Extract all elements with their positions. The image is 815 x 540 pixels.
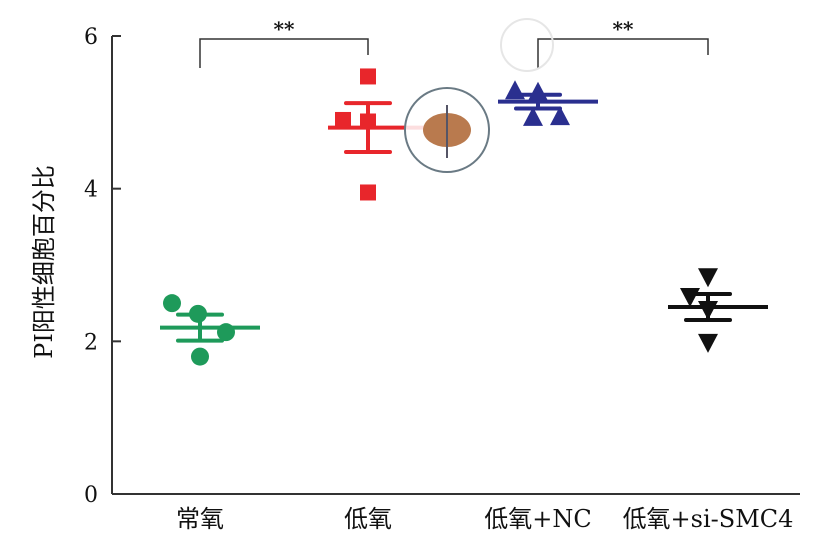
data-point (505, 80, 525, 100)
data-point (550, 106, 570, 126)
series-3 (668, 268, 768, 353)
y-tick-label: 2 (84, 330, 98, 355)
data-point (528, 81, 548, 101)
data-point (360, 68, 376, 85)
data-point (163, 294, 181, 313)
faint-logo-icon (500, 18, 554, 72)
significance-bracket (199, 38, 369, 68)
data-point (189, 304, 207, 323)
data-point (191, 347, 209, 366)
series-0 (160, 294, 260, 366)
data-point (698, 301, 718, 321)
significance-label: ** (274, 17, 295, 41)
data-point (335, 111, 351, 128)
data-marks (160, 68, 768, 366)
x-category-label: 常氧 (176, 505, 224, 533)
significance-bracket (537, 38, 709, 68)
x-category-label: 低氧+si-SMC4 (623, 505, 794, 533)
axes: 0 2 4 6 常氧 低氧 低氧+NC 低氧+si-SMC4 (84, 25, 800, 533)
x-category-label: 低氧+NC (484, 505, 591, 533)
data-point (360, 113, 376, 130)
y-tick-label: 0 (84, 483, 98, 508)
series-2 (498, 80, 598, 126)
data-point (680, 288, 700, 308)
data-point (523, 106, 543, 126)
y-axis-label: PI阳性细胞百分比 (30, 165, 58, 359)
x-category-label: 低氧 (344, 505, 392, 533)
y-tick-label: 6 (84, 25, 98, 50)
significance-label: ** (613, 17, 634, 41)
significance-annotations: ** ** (199, 17, 709, 68)
data-point (360, 184, 376, 201)
data-point (217, 323, 235, 342)
watermark (404, 18, 554, 173)
series-1 (328, 68, 428, 201)
data-point (698, 268, 718, 288)
data-point (698, 333, 718, 353)
y-tick-label: 4 (84, 178, 98, 203)
